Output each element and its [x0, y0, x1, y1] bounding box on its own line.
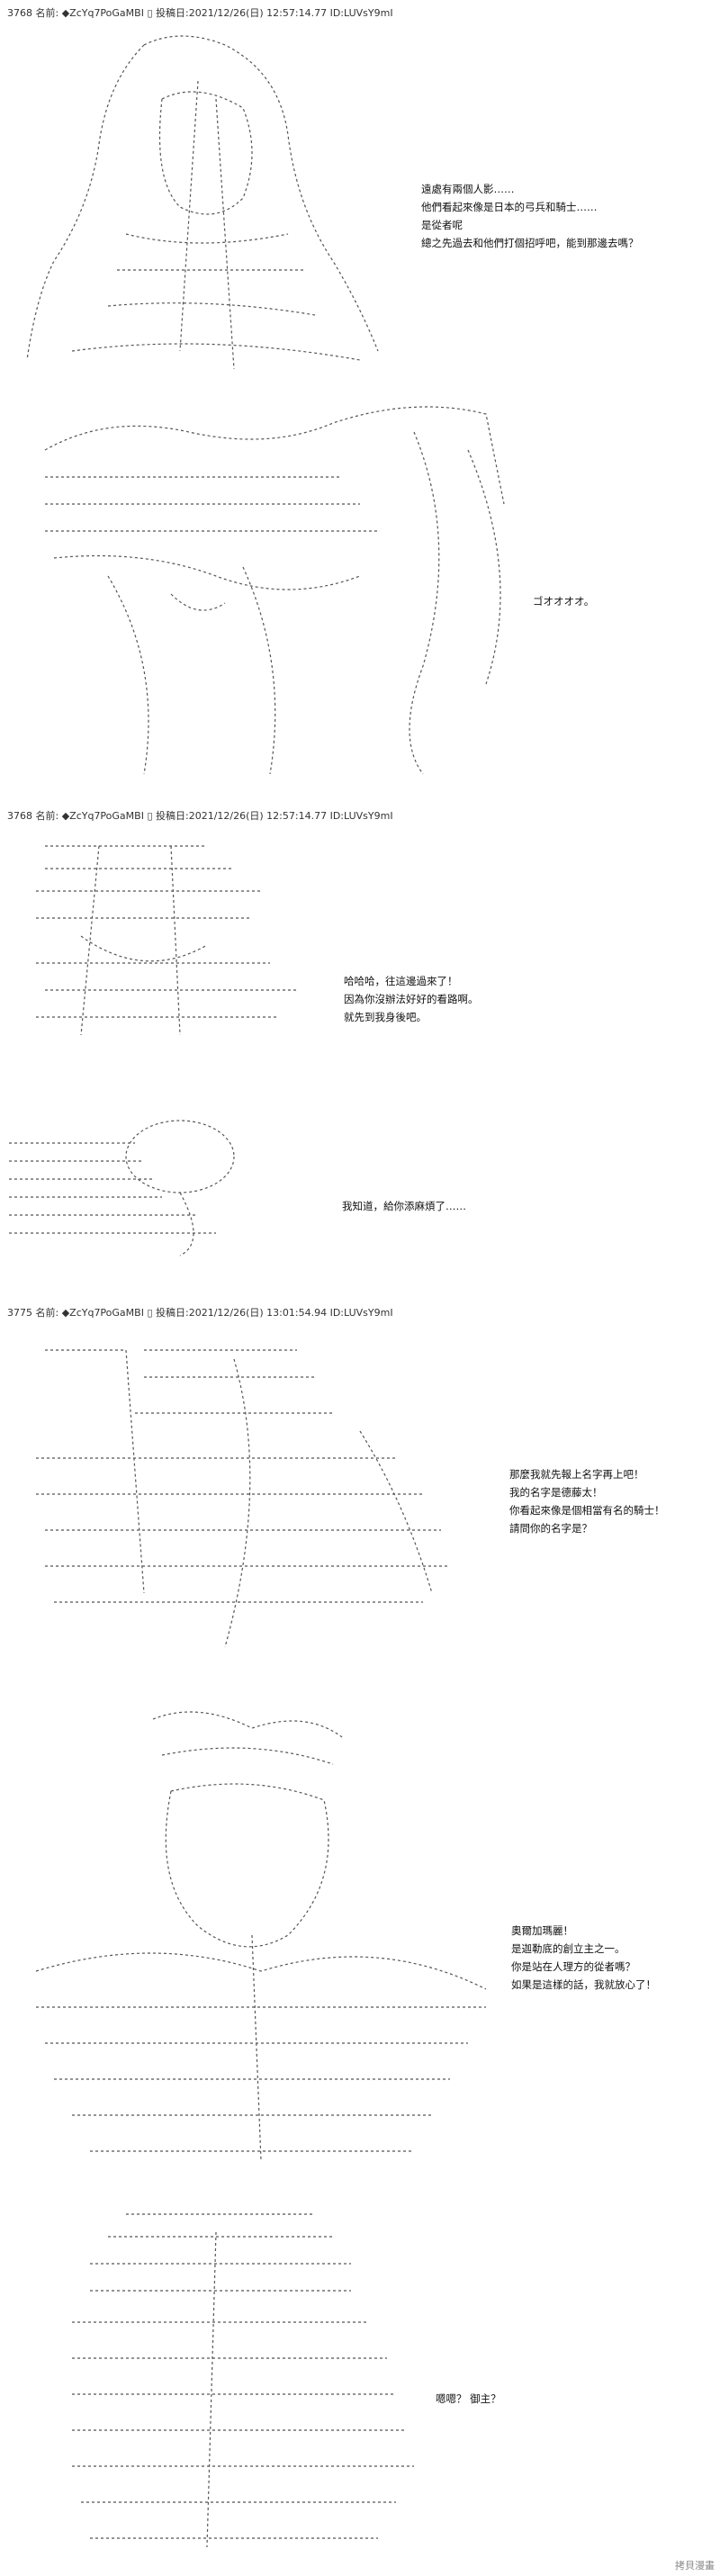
dialogue-line: 你看起來像是個相當有名的騎士！ [509, 1504, 665, 1517]
dialogue-line: 請問你的名字是？ [509, 1522, 592, 1535]
dialogue-line: 如果是這樣的話，我就放心了！ [511, 1978, 656, 1991]
dialogue-line: 我知道，給你添麻煩了…… [342, 1200, 466, 1212]
post-header-2: 3768 名前: ◆ZcYq7PoGaMBI ▯ 投稿日:2021/12/26(… [7, 810, 393, 822]
dialogue-panel-6: 奧爾加瑪麗！ 是迦勒底的創立主之一。 你是站在人理方的從者嗎？ 如果是這樣的話，… [511, 1922, 656, 1994]
ascii-art-hat-figure [54, 2196, 441, 2556]
ascii-art-girl-seated [18, 27, 396, 378]
dialogue-panel-5: 那麼我就先報上名字再上吧！ 我的名字是德藤太！ 你看起來像是個相當有名的騎士！ … [509, 1465, 665, 1537]
post-header-3: 3775 名前: ◆ZcYq7PoGaMBI ▯ 投稿日:2021/12/26(… [7, 1307, 393, 1319]
dialogue-line: 那麼我就先報上名字再上吧！ [509, 1468, 644, 1481]
ascii-art-bow-figure [0, 1107, 297, 1260]
dialogue-line: 我的名字是德藤太！ [509, 1486, 603, 1499]
dialogue-line: 就先到我身後吧。 [344, 1011, 427, 1023]
dialogue-line: 總之先過去和他們打個招呼吧，能到那邊去嗎？ [421, 237, 639, 249]
dialogue-panel-1: 遠處有兩個人影…… 他們看起來像是日本的弓兵和騎士…… 是從者呢 總之先過去和他… [421, 180, 639, 252]
ascii-art-archer [27, 828, 324, 1053]
dialogue-line: 他們看起來像是日本的弓兵和騎士…… [421, 201, 598, 213]
ascii-art-creature [36, 396, 540, 783]
watermark: 拷貝漫畫 [675, 2560, 715, 2571]
dialogue-panel-3: 哈哈哈，往這邊過來了！ 因為你沒辦法好好的看路啊。 就先到我身後吧。 [344, 972, 479, 1026]
dialogue-line: 哈哈哈，往這邊過來了！ [344, 975, 458, 987]
dialogue-line: 你是站在人理方的從者嗎？ [511, 1960, 635, 1973]
dialogue-line: 是從者呢 [421, 219, 463, 231]
dialogue-line: ゴオオオオ。 [533, 595, 595, 608]
dialogue-panel-4: 我知道，給你添麻煩了…… [342, 1197, 466, 1215]
ascii-art-knight [18, 1323, 459, 1665]
dialogue-panel-7: 嗯嗯？ 御主？ [436, 2390, 501, 2408]
dialogue-line: 嗯嗯？ 御主？ [436, 2392, 501, 2405]
dialogue-line: 因為你沒辦法好好的看路啊。 [344, 993, 479, 1005]
ascii-art-olga-marie [18, 1701, 504, 2169]
post-header-1: 3768 名前: ◆ZcYq7PoGaMBI ▯ 投稿日:2021/12/26(… [7, 7, 393, 19]
dialogue-line: 遠處有兩個人影…… [421, 183, 515, 195]
dialogue-line: 是迦勒底的創立主之一。 [511, 1942, 626, 1955]
dialogue-panel-2: ゴオオオオ。 [533, 592, 594, 610]
dialogue-line: 奧爾加瑪麗！ [511, 1924, 573, 1937]
